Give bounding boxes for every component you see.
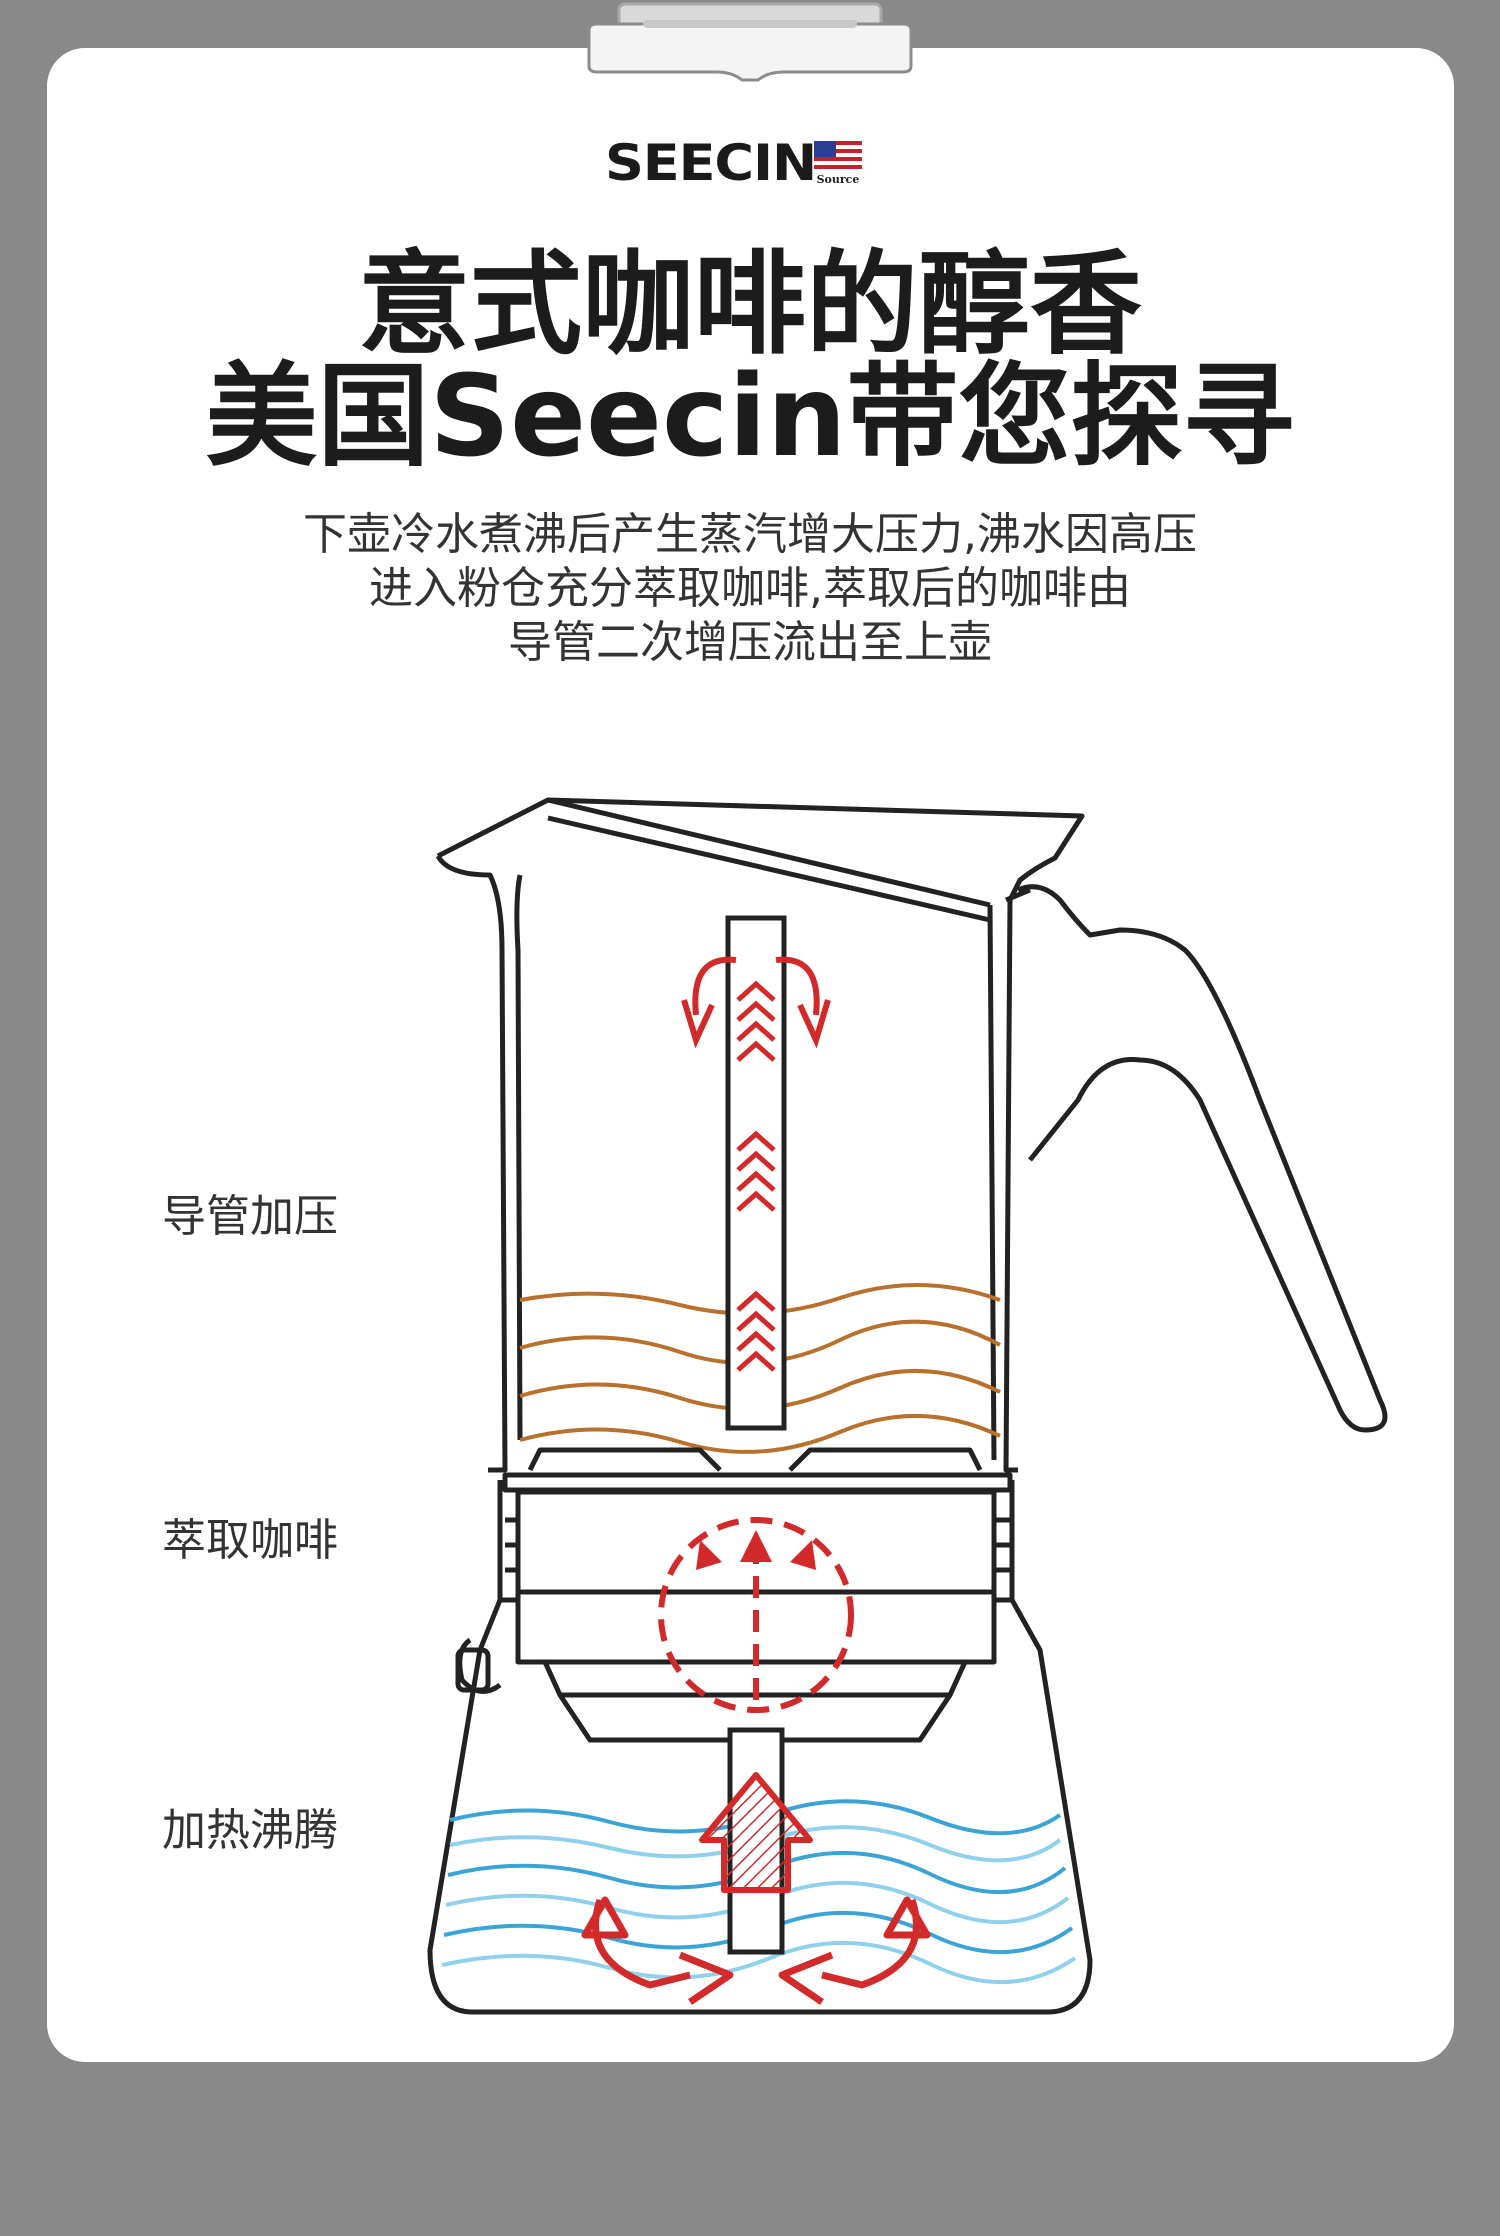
brand-name: SEECIN [605,134,817,192]
description-line-2: 进入粉仓充分萃取咖啡,萃取后的咖啡由 [369,563,1131,614]
brand-logo: SEECIN Source [605,134,863,192]
description-line-3: 导管二次增压流出至上壶 [508,617,992,668]
label-heat-boil: 加热沸腾 [162,1805,338,1856]
clip-icon [587,2,913,82]
upper-chamber [435,797,1085,1473]
overflow-arrows [681,956,831,1049]
label-extract-coffee: 萃取咖啡 [162,1515,338,1566]
flag-caption: Source [817,173,860,185]
headline-line-1: 意式咖啡的醇香 [358,240,1142,370]
us-flag-icon: Source [814,141,863,185]
lower-chamber [427,1598,1093,2015]
headline-line-2: 美国Seecin带您探寻 [205,352,1295,482]
rising-arrow [699,1772,813,1893]
label-tube-pressure: 导管加压 [162,1191,338,1242]
description-line-1: 下壶冷水煮沸后产生蒸汽增大压力,沸水因高压 [303,509,1197,560]
extraction-arrows [658,1517,854,1713]
handle [1016,884,1388,1433]
boiling-arrows [581,1896,931,2005]
center-tube [725,915,787,1431]
